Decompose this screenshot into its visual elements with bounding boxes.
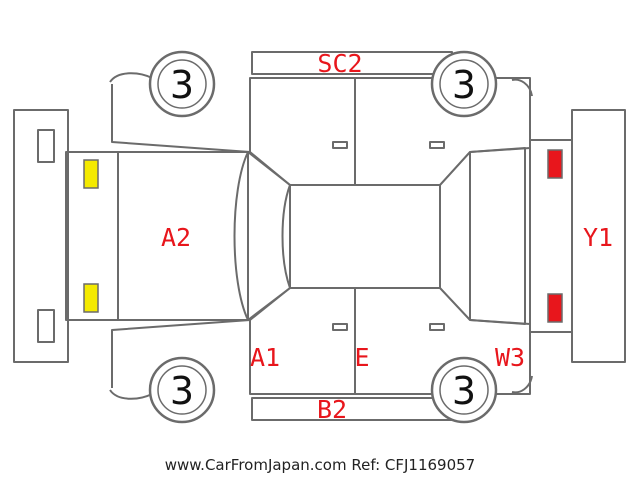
damage-code-roof-right: SC2 [317,49,362,78]
tire-depth-rear-left: 3 [452,369,476,413]
damage-code-hood: A2 [161,223,191,252]
left-side-roof-strip [251,397,453,421]
tire-depth-front-right: 3 [170,63,194,107]
front-lamp-upper [83,159,99,189]
front-lamp-lower [83,283,99,313]
tire-depth-front-left: 3 [170,369,194,413]
front-bumper [13,109,69,363]
rear-lamp-upper [547,149,563,179]
tire-rear-left: 3 [430,356,498,424]
tire-depth-rear-right: 3 [452,63,476,107]
damage-code-rear-bumper: Y1 [583,223,613,252]
damage-code-rear-left: W3 [495,343,525,372]
damage-code-roof-left: B2 [317,395,347,424]
tire-front-left: 3 [148,356,216,424]
rear-lamp-lower [547,293,563,323]
damage-code-left-door: E [354,343,369,372]
car-top-view [65,139,573,333]
tire-front-right: 3 [148,50,216,118]
source-watermark: www.CarFromJapan.com Ref: CFJ1169057 [165,456,475,474]
tire-rear-right: 3 [430,50,498,118]
damage-code-front-left-pillar: A1 [250,343,280,372]
